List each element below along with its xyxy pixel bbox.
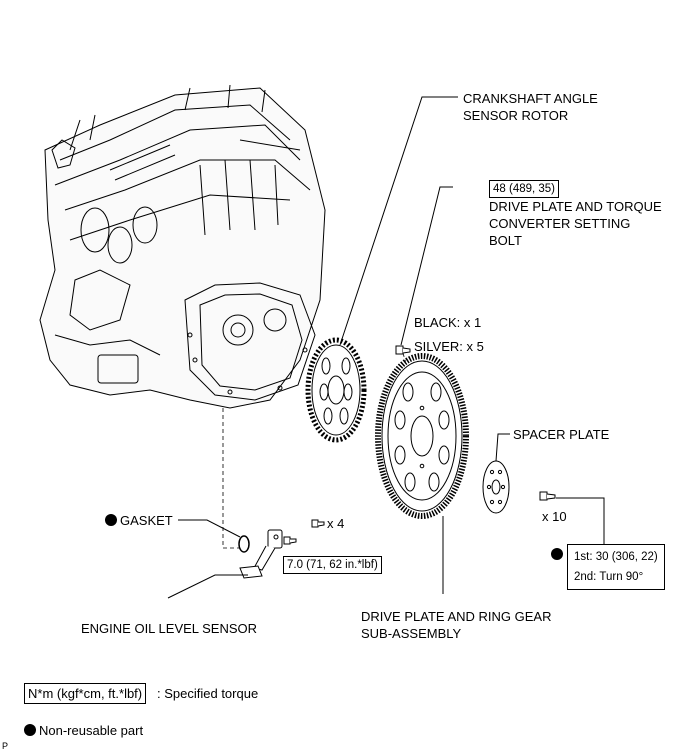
bolt-illustrations: [283, 345, 556, 545]
torque-spacer-1st: 1st: 30 (306, 22): [574, 551, 658, 563]
corner-mark: P: [2, 741, 9, 751]
label-line: SUB-ASSEMBLY: [361, 626, 462, 641]
torque-spacer-2nd: 2nd: Turn 90°: [574, 571, 644, 583]
label-spacer-plate: SPACER PLATE: [513, 427, 610, 442]
label-sensor-bolt-quantity: x 4: [327, 516, 345, 531]
label-silver-quantity: SILVER: x 5: [414, 339, 484, 354]
label-drive-plate-ring-gear: DRIVE PLATE AND RING GEAR SUB-ASSEMBLY: [361, 608, 551, 642]
legend-non-reusable-text: Non-reusable part: [39, 723, 144, 738]
label-bolt-quantity-10: x 10: [542, 509, 567, 524]
gasket-illustration: [238, 535, 250, 553]
torque-box-setting-bolt: 48 (489, 35): [489, 180, 560, 198]
label-gasket: GASKET: [105, 512, 173, 529]
spacer-plate-illustration: [482, 460, 510, 514]
legend-torque-unit-box: N*m (kgf*cm, ft.*lbf): [24, 683, 147, 704]
engine-block-illustration: [39, 84, 326, 409]
label-drive-plate-setting-bolt: DRIVE PLATE AND TORQUE CONVERTER SETTING…: [489, 198, 662, 249]
label-line: DRIVE PLATE AND RING GEAR: [361, 609, 552, 624]
crankshaft-angle-sensor-rotor-illustration: [305, 337, 367, 443]
leader-lines: [167, 96, 605, 599]
label-line: CRANKSHAFT ANGLE: [463, 91, 598, 106]
non-reusable-dot-icon: [551, 548, 563, 560]
torque-box-oil-sensor-bolt: 7.0 (71, 62 in.*lbf): [283, 556, 382, 574]
label-gasket-text: GASKET: [120, 513, 173, 528]
non-reusable-dot-icon: [105, 514, 117, 526]
label-black-quantity: BLACK: x 1: [414, 315, 482, 330]
torque-box-spacer-bolt: 1st: 30 (306, 22) 2nd: Turn 90°: [567, 544, 665, 590]
label-engine-oil-level-sensor: ENGINE OIL LEVEL SENSOR: [81, 621, 258, 636]
legend-torque-description: : Specified torque: [157, 686, 259, 701]
label-crankshaft-angle-sensor-rotor: CRANKSHAFT ANGLE SENSOR ROTOR: [463, 90, 598, 124]
label-line: CONVERTER SETTING: [489, 216, 631, 231]
label-line: SENSOR ROTOR: [463, 108, 569, 123]
legend-non-reusable: Non-reusable part: [24, 722, 143, 739]
non-reusable-dot-icon: [24, 724, 36, 736]
label-line: DRIVE PLATE AND TORQUE: [489, 199, 662, 214]
label-line: BOLT: [489, 233, 522, 248]
drive-plate-ring-gear-illustration: [375, 353, 469, 519]
